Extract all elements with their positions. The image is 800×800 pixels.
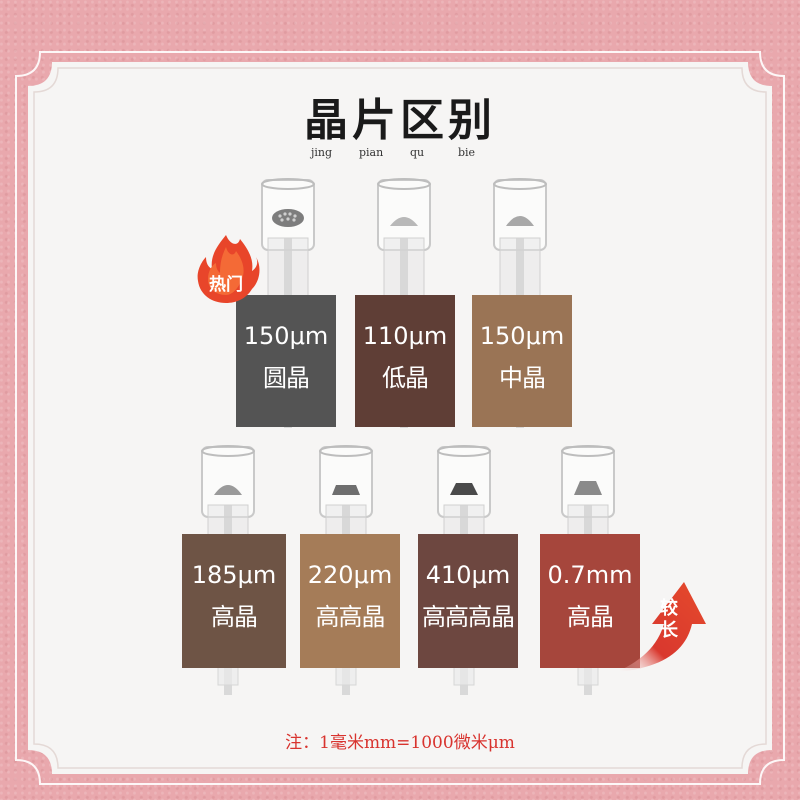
chip-type: 高高晶 [315, 603, 386, 631]
unit-note: 注：1毫米mm=1000微米μm [285, 733, 515, 753]
pinyin-pian: pian [359, 146, 384, 159]
arrow-up-icon [616, 582, 706, 672]
hot-badge: 热门 [192, 233, 260, 305]
chip-size: 150μm [479, 322, 565, 350]
needle-tip-image [376, 178, 432, 438]
pinyin-jing: jing [311, 146, 333, 159]
pinyin-bie: bie [458, 146, 476, 159]
needle-tip-image [260, 178, 316, 438]
chip-label-low: 110μm 低晶 [355, 295, 455, 427]
chip-size: 410μm [425, 561, 511, 589]
hot-label: 热门 [209, 275, 243, 295]
chip-size: 150μm [243, 322, 329, 350]
page-title: 晶片区别 [304, 95, 496, 146]
chip-label-higher: 220μm 高高晶 [300, 534, 400, 668]
longer-badge: 较 长 [614, 580, 706, 676]
needle-tip-image [560, 445, 616, 705]
chip-label-high: 185μm 高晶 [182, 534, 286, 668]
pinyin-qu: qu [410, 146, 425, 159]
chip-type: 中晶 [499, 364, 546, 392]
chip-type: 低晶 [382, 364, 429, 392]
needle-tip-image [436, 445, 492, 705]
chip-size: 185μm [191, 561, 277, 589]
chip-size: 0.7mm [547, 561, 633, 589]
needle-tip-image [318, 445, 374, 705]
chip-size: 220μm [307, 561, 393, 589]
chip-label-highest: 410μm 高高高晶 [418, 534, 518, 668]
longer-char-1: 较 [660, 598, 678, 619]
chip-label-round: 150μm 圆晶 [236, 295, 336, 427]
needle-tip-image [200, 445, 256, 705]
chip-label-long: 0.7mm 高晶 [540, 534, 640, 668]
flame-icon [197, 235, 260, 303]
chip-label-mid: 150μm 中晶 [472, 295, 572, 427]
needle-tip-image [492, 178, 548, 438]
chip-size: 110μm [362, 322, 448, 350]
longer-char-2: 长 [660, 620, 678, 641]
chip-type: 高晶 [211, 603, 258, 631]
chip-type: 高高高晶 [422, 603, 515, 631]
chip-type: 圆晶 [263, 364, 310, 392]
chip-type: 高晶 [567, 603, 614, 631]
